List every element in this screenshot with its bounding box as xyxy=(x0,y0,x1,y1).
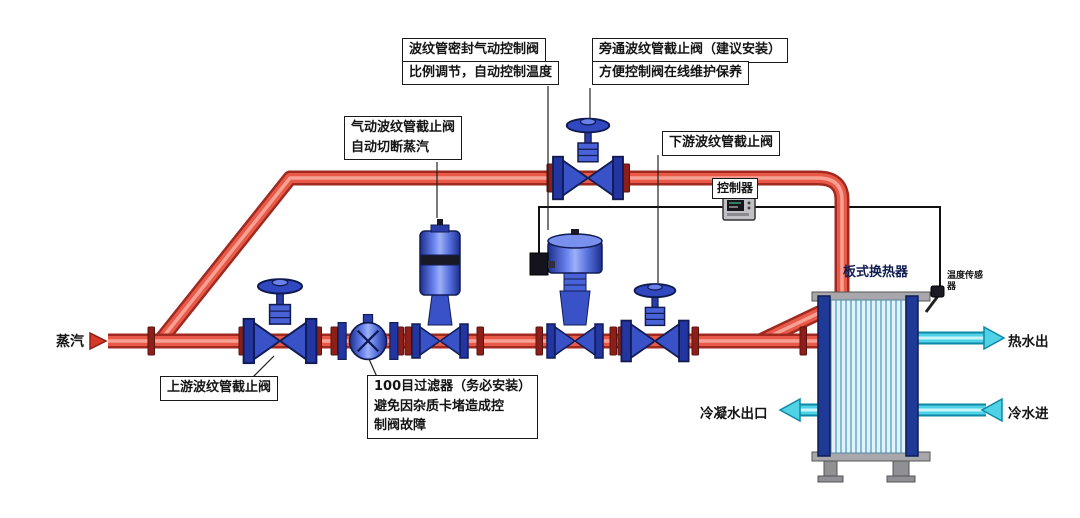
upstream-stop-valve xyxy=(244,279,317,363)
callout-line: 下游波纹管截止阀 xyxy=(662,131,781,156)
callout-line: 比例调节，自动控制温度 xyxy=(402,60,560,86)
control-valve-callout: 波纹管密封气动控制阀 比例调节，自动控制温度 xyxy=(402,38,560,86)
condensate-out-label: 冷凝水出口 xyxy=(700,406,768,422)
callout-line: 自动切断蒸汽 xyxy=(351,139,430,155)
bypass-valve-callout: 旁通波纹管截止阀（建议安装） 方便控制阀在线维护保养 xyxy=(592,38,789,86)
callout-multiline: 100目过滤器（务必安装） 避免因杂质卡堵造成控 制阀故障 xyxy=(367,375,539,439)
downstream-stop-valve xyxy=(621,284,688,361)
condensate-out-arrow xyxy=(778,397,801,423)
controller-callout: 控制器 xyxy=(712,178,759,199)
downstream-valve-callout: 下游波纹管截止阀 xyxy=(662,131,781,156)
controller-icon xyxy=(722,195,756,221)
steam-label: 蒸汽 xyxy=(56,334,84,350)
callout-line: 旁通波纹管截止阀（建议安装） xyxy=(592,38,789,63)
hot-water-out-label: 热水出 xyxy=(1008,334,1049,350)
bypass-stop-valve xyxy=(553,119,623,200)
cold-water-in-label: 冷水进 xyxy=(1008,406,1049,422)
controller-label: 控制器 xyxy=(712,178,759,199)
strainer-callout: 100目过滤器（务必安装） 避免因杂质卡堵造成控 制阀故障 xyxy=(367,375,539,439)
callout-line: 避免因杂质卡堵造成控 xyxy=(374,398,505,414)
callout-line: 100目过滤器（务必安装） xyxy=(374,379,532,394)
temp-sensor-icon xyxy=(924,285,945,313)
upstream-valve-callout: 上游波纹管截止阀 xyxy=(160,376,279,401)
hot-water-out-arrow xyxy=(983,325,1006,351)
bypass-pipe xyxy=(154,170,850,348)
heat-exchanger-label: 板式换热器 xyxy=(843,265,909,280)
callout-line: 气动波纹管截止阀 xyxy=(351,120,456,135)
callout-line: 制阀故障 xyxy=(374,418,427,433)
cold-water-in-arrow xyxy=(980,397,1003,423)
callout-line: 上游波纹管截止阀 xyxy=(160,376,279,401)
steam-inlet-arrow xyxy=(89,331,108,351)
plate-heat-exchanger xyxy=(811,291,931,483)
callout-line: 方便控制阀在线维护保养 xyxy=(592,60,750,86)
callout-multiline: 气动波纹管截止阀 自动切断蒸汽 xyxy=(344,116,463,160)
temp-sensor-label: 温度传感器 xyxy=(947,271,984,293)
callout-line: 波纹管密封气动控制阀 xyxy=(402,38,547,63)
pneumatic-valve-callout: 气动波纹管截止阀 自动切断蒸汽 xyxy=(344,116,463,160)
leader-lines xyxy=(251,86,659,379)
